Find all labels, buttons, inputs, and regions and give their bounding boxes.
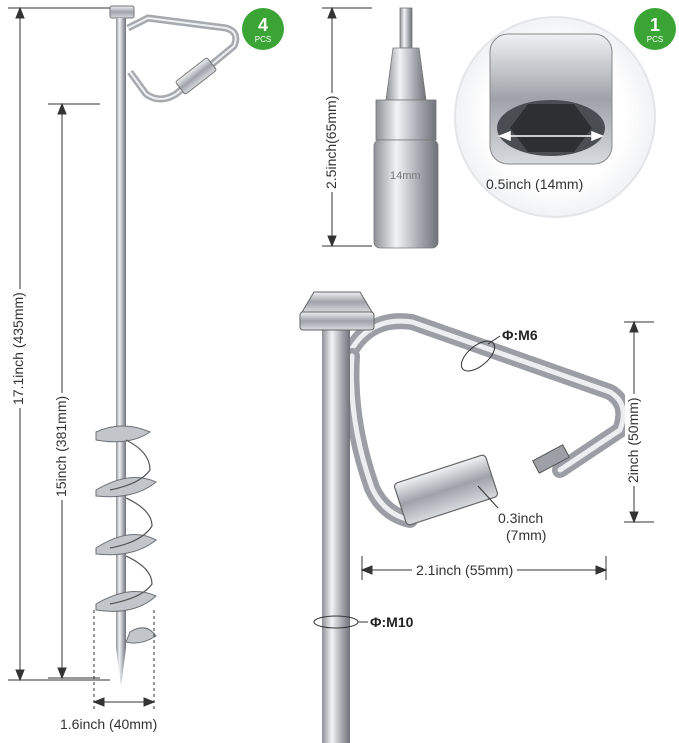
socket-closeup — [454, 16, 656, 218]
nut-width-label-line1: 0.3inch — [498, 510, 544, 526]
badge-number: 1 — [649, 15, 660, 35]
ground-stake-small — [95, 5, 240, 686]
ring-diameter-label: Φ:M6 — [502, 327, 538, 343]
quantity-badge-socket: 1 PCS — [634, 8, 676, 50]
socket-length-label: 2.5inch(65mm) — [323, 92, 339, 192]
badge-unit: PCS — [254, 35, 272, 44]
quantity-badge-stakes: 4 PCS — [242, 8, 284, 50]
drill-socket — [373, 7, 439, 249]
socket-engraving: 14mm — [390, 170, 421, 182]
total-length-label: 17.1inch (435mm) — [10, 289, 26, 408]
socket-size-label: 0.5inch (14mm) — [486, 176, 584, 192]
ring-width-label: 2.1inch (55mm) — [412, 562, 518, 578]
helix-width-label: 1.6inch (40mm) — [60, 716, 158, 732]
rod-diameter-label: Φ:M10 — [370, 614, 414, 630]
nut-width-label-line2: (7mm) — [506, 527, 547, 543]
badge-number: 4 — [257, 15, 268, 35]
screw-length-label: 15inch (381mm) — [53, 392, 69, 500]
badge-unit: PCS — [646, 35, 664, 44]
ring-height-label: 2inch (50mm) — [625, 394, 641, 486]
stake-closeup — [299, 291, 632, 743]
